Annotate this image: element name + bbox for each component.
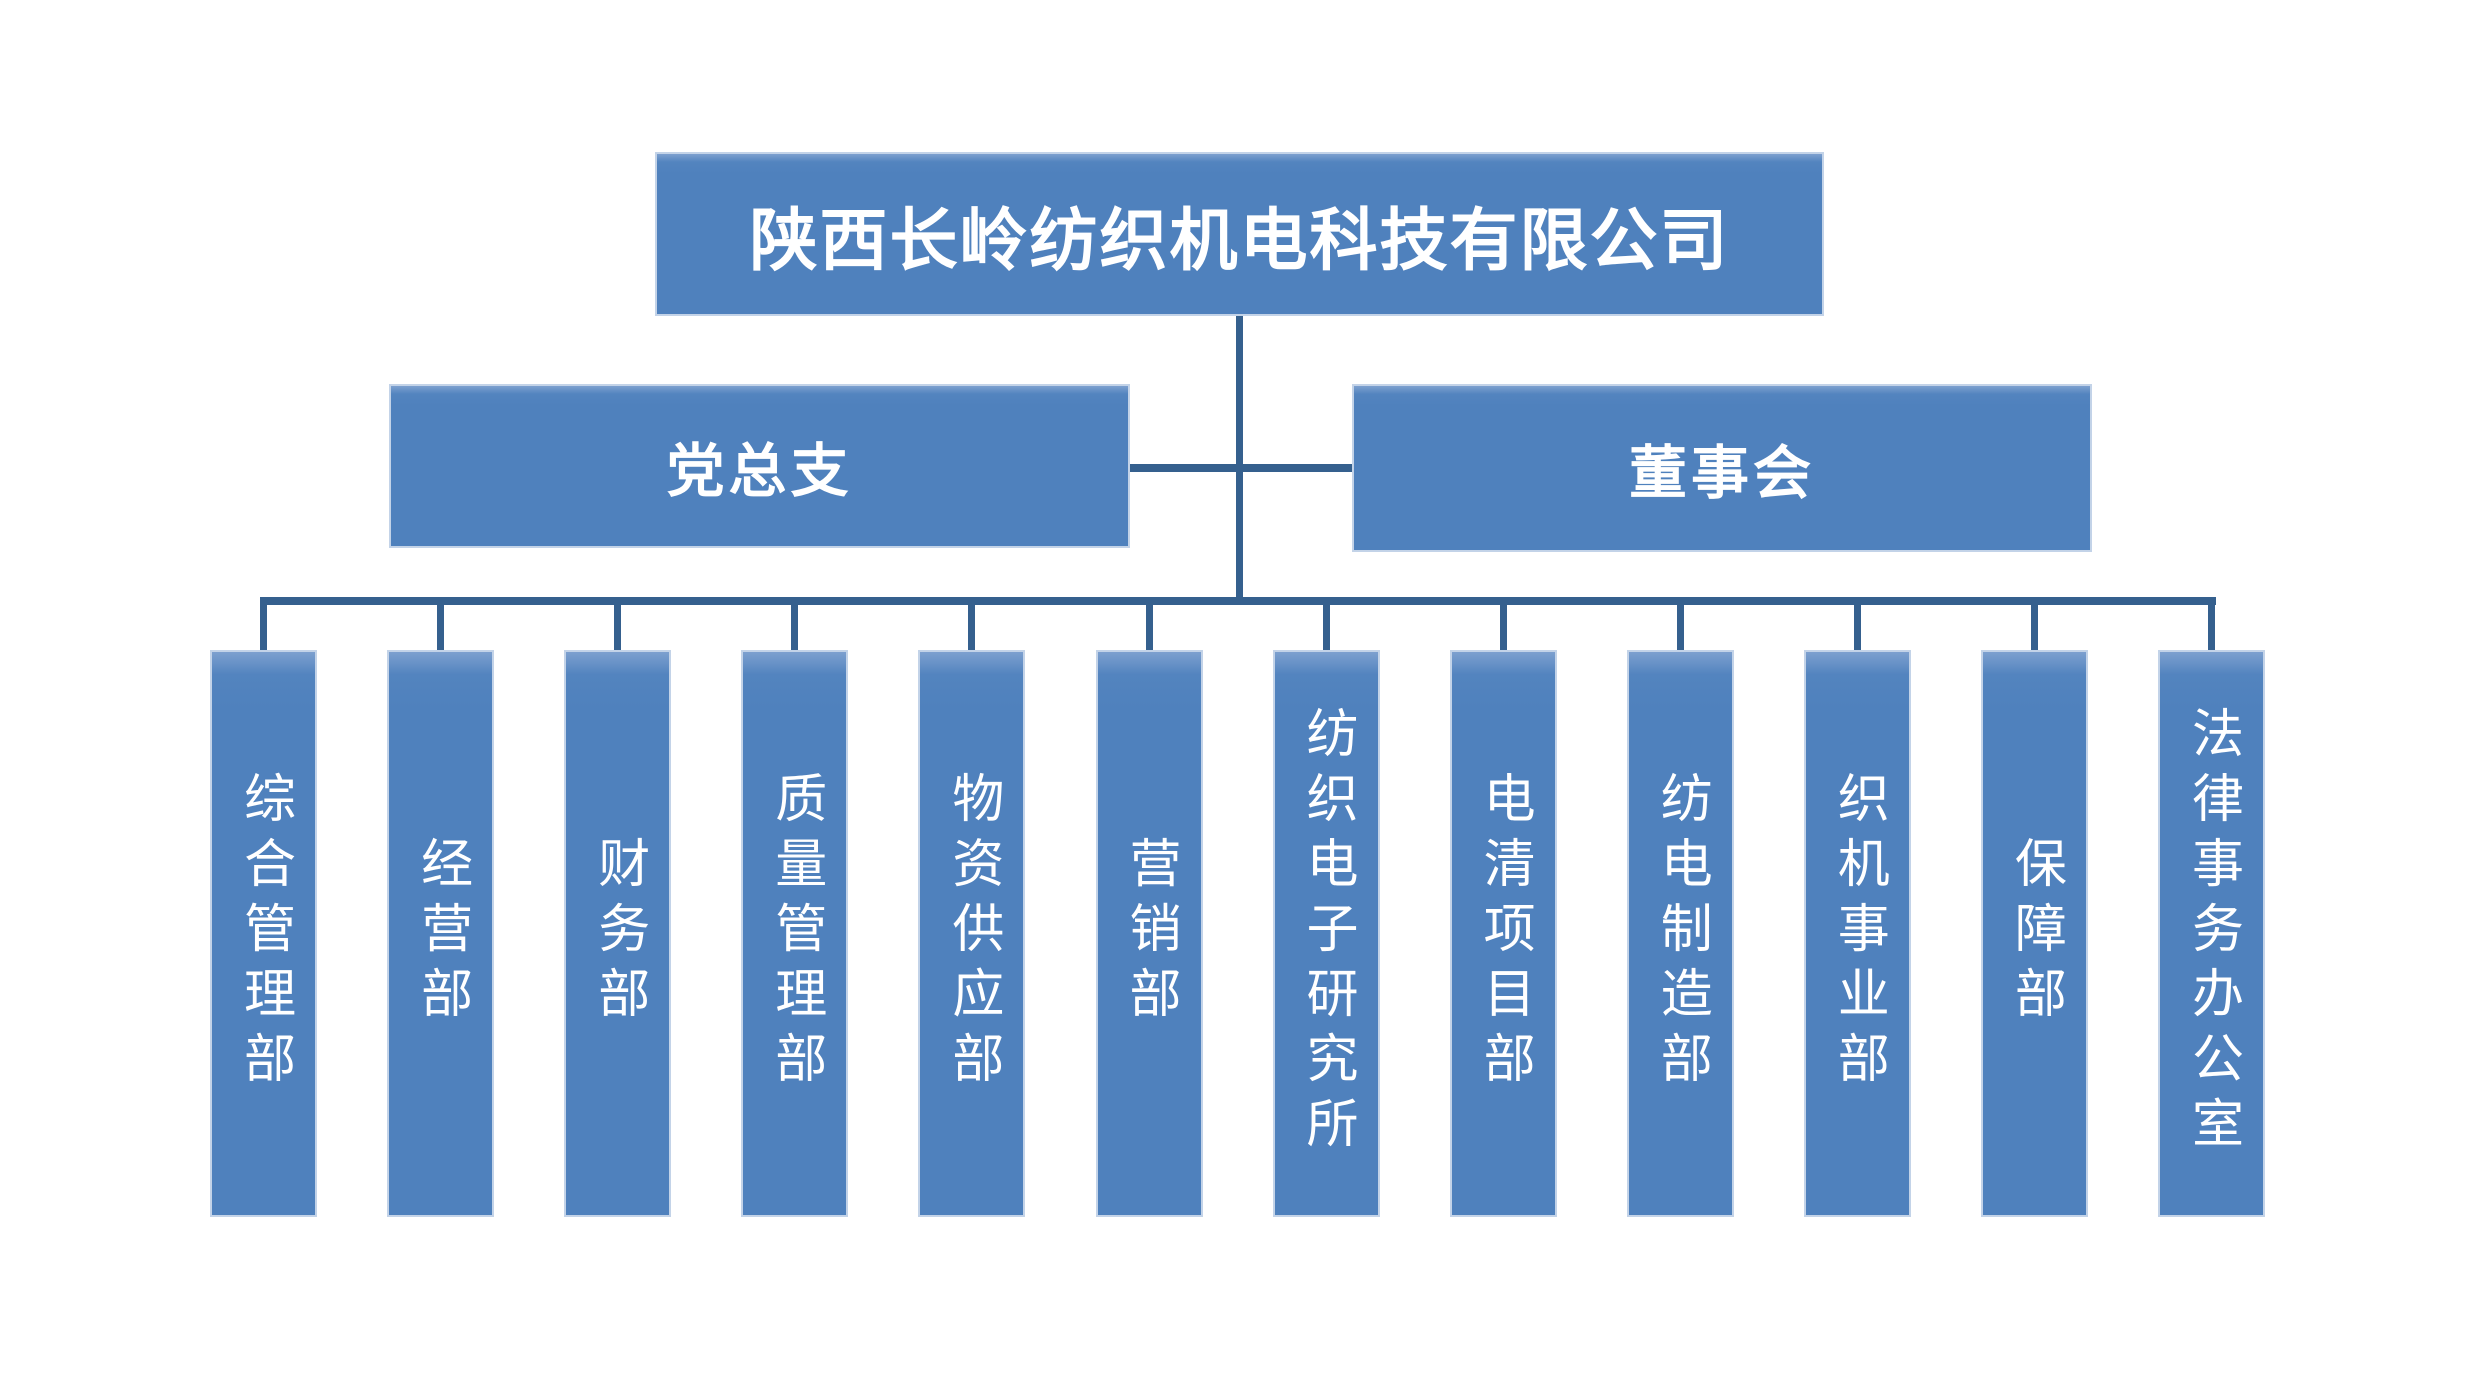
department-box: 法律事务办公室 (2158, 650, 2265, 1217)
department-group: 织机事业部 (1803, 597, 1911, 1217)
connector-stub (614, 597, 622, 650)
department-box: 财务部 (564, 650, 672, 1217)
connector-stub (968, 597, 976, 650)
department-label: 综合管理部 (235, 771, 293, 1096)
department-group: 财务部 (564, 597, 672, 1217)
connector-stub (2030, 597, 2038, 650)
department-group: 经营部 (387, 597, 495, 1217)
department-box: 织机事业部 (1803, 650, 1911, 1217)
department-group: 质量管理部 (741, 597, 849, 1217)
department-label: 经营部 (412, 836, 470, 1031)
connector-stub (1853, 597, 1861, 650)
department-label: 纺电制造部 (1652, 771, 1710, 1096)
department-box: 保障部 (1980, 650, 2088, 1217)
department-label: 纺织电子研究所 (1298, 706, 1355, 1161)
connector-stub (791, 597, 799, 650)
department-box: 质量管理部 (741, 650, 849, 1217)
department-label: 保障部 (2006, 836, 2064, 1031)
party-branch-box: 党总支 (389, 384, 1130, 548)
connector-root-vertical (1236, 316, 1243, 605)
department-group: 综合管理部 (210, 597, 317, 1217)
department-group: 纺电制造部 (1626, 597, 1734, 1217)
company-root-label: 陕西长岭纺织机电科技有限公司 (749, 202, 1730, 279)
board-of-directors-label: 董事会 (1628, 441, 1815, 506)
department-label: 质量管理部 (766, 771, 824, 1096)
department-box: 经营部 (387, 650, 495, 1217)
department-group: 电清项目部 (1449, 597, 1557, 1217)
department-box: 物资供应部 (918, 650, 1026, 1217)
connector-stub (1499, 597, 1507, 650)
department-label: 营销部 (1121, 836, 1178, 1031)
connector-stub (437, 597, 445, 650)
connector-stub (1145, 597, 1153, 650)
department-group: 营销部 (1095, 597, 1203, 1217)
department-group: 保障部 (1980, 597, 2088, 1217)
department-box: 营销部 (1095, 650, 1203, 1217)
connector-stub (260, 597, 267, 650)
department-label: 电清项目部 (1475, 771, 1533, 1096)
department-label: 物资供应部 (943, 771, 1001, 1096)
connector-stub (1322, 597, 1330, 650)
department-group: 法律事务办公室 (2158, 597, 2265, 1217)
connector-stub (1676, 597, 1684, 650)
company-root-box: 陕西长岭纺织机电科技有限公司 (655, 152, 1824, 316)
board-of-directors-box: 董事会 (1352, 384, 2092, 552)
connector-party-board-horizontal (1130, 464, 1352, 472)
department-box: 纺电制造部 (1626, 650, 1734, 1217)
department-box: 纺织电子研究所 (1272, 650, 1380, 1217)
department-label: 法律事务办公室 (2183, 706, 2241, 1161)
department-label: 织机事业部 (1829, 771, 1887, 1096)
department-box: 综合管理部 (210, 650, 317, 1217)
party-branch-label: 党总支 (666, 439, 853, 504)
department-label: 财务部 (589, 836, 647, 1031)
connector-departments-horizontal (260, 597, 2216, 605)
department-box: 电清项目部 (1449, 650, 1557, 1217)
department-group: 物资供应部 (918, 597, 1026, 1217)
department-group: 纺织电子研究所 (1272, 597, 1380, 1217)
connector-stub (2208, 597, 2215, 650)
